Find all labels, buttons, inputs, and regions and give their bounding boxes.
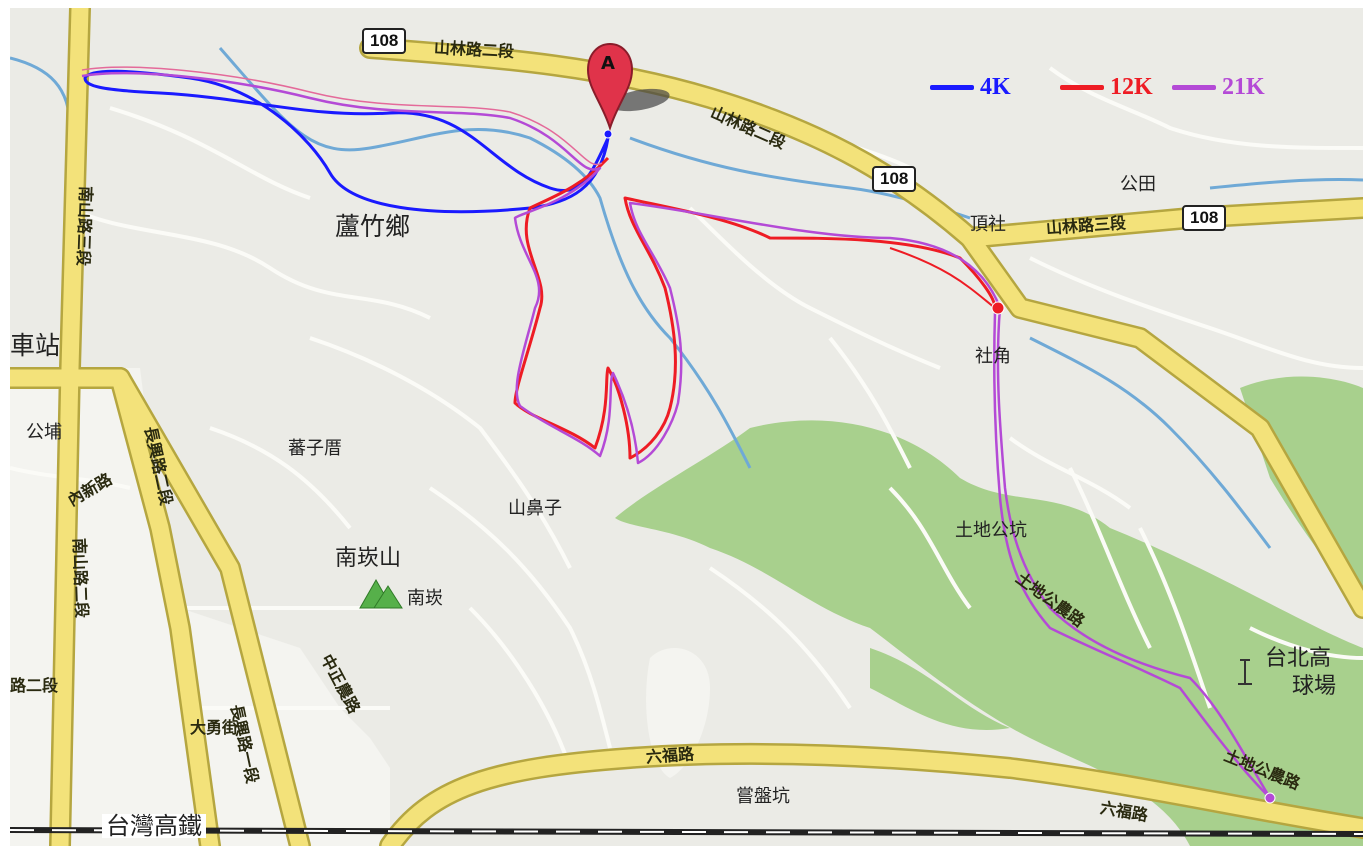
place-label: 車站	[10, 331, 61, 360]
map-canvas[interactable]: A 108 108 108 4K 12K 21K 蘆竹鄉 公田 頂社 社角 土地…	[10, 8, 1363, 846]
place-label: 社角	[975, 346, 1011, 367]
place-label: 蘆竹鄉	[335, 212, 411, 241]
park-area	[615, 420, 1363, 846]
legend-swatch-4k	[930, 85, 974, 90]
route-shield-108: 108	[1182, 205, 1227, 231]
river	[10, 56, 72, 129]
legend: 21K	[1172, 74, 1265, 101]
legend-label-21k: 21K	[1222, 74, 1265, 100]
legend-label-4k: 4K	[980, 74, 1011, 100]
place-label: 蕃子厝	[288, 438, 342, 459]
route-21k	[81, 72, 1272, 800]
place-label: 土地公坑	[955, 520, 1027, 541]
turnaround-dot[interactable]	[1264, 792, 1276, 804]
legend-swatch-21k	[1172, 85, 1216, 90]
road-label: 大勇街	[190, 718, 239, 737]
route-lines	[81, 66, 1272, 800]
urban-area	[10, 368, 390, 846]
road-label: 山林路二段	[433, 37, 515, 62]
river	[1209, 178, 1363, 190]
map-pin-icon[interactable]	[586, 42, 671, 132]
place-label: 山鼻子	[508, 498, 562, 519]
place-label: 球場	[1292, 674, 1337, 699]
route-shield-108: 108	[872, 166, 917, 192]
legend-swatch-12k	[1060, 85, 1104, 90]
start-dot[interactable]	[603, 129, 613, 139]
legend-label-12k: 12K	[1110, 74, 1153, 100]
road-label: 南山路二段	[69, 537, 92, 619]
place-label: 南崁	[407, 588, 443, 609]
route-12k	[513, 156, 997, 460]
road-label: 六福路	[645, 744, 695, 767]
legend: 12K	[1060, 74, 1153, 101]
river	[1029, 336, 1272, 549]
legend: 4K	[930, 74, 1011, 101]
hsr-line	[10, 827, 1363, 837]
turnaround-dot[interactable]	[991, 301, 1005, 315]
golf-icon	[1238, 659, 1252, 685]
route-shield-108: 108	[362, 28, 407, 54]
river	[218, 47, 752, 469]
place-label: 公田	[1120, 174, 1156, 195]
road-label: 路二段	[10, 676, 59, 695]
place-label: 公埔	[26, 422, 62, 443]
map-drawing	[10, 8, 1363, 846]
place-label: 頂社	[970, 214, 1006, 235]
place-label: 台北高	[1265, 646, 1332, 671]
minor-roads	[10, 66, 1363, 769]
mountain-icon	[359, 578, 403, 609]
marker-label: A	[601, 53, 615, 74]
road-label: 南山路三段	[73, 185, 96, 267]
place-label: 南崁山	[335, 546, 402, 571]
route-4k	[83, 69, 610, 214]
place-label: 台灣高鐵	[102, 814, 206, 838]
place-label: 嘗盤坑	[736, 786, 790, 807]
park-area	[870, 648, 1010, 730]
